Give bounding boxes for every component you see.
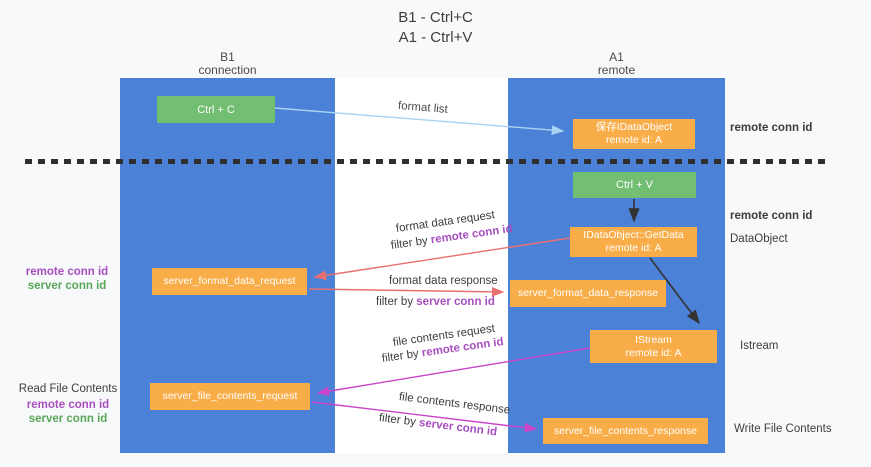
- diagram-title: B1 - Ctrl+C A1 - Ctrl+V: [0, 8, 871, 48]
- remote-conn-id-annotation-top: remote conn id: [730, 122, 813, 134]
- istream-line1: IStream: [635, 333, 672, 346]
- remote-conn-id-annotation-mid: remote conn id: [730, 210, 813, 222]
- server-conn-id-text: server conn id: [416, 296, 495, 308]
- ctrl-v-label: Ctrl + V: [616, 179, 653, 191]
- ctrl-c-node: Ctrl + C: [157, 96, 275, 123]
- ctrl-v-node: Ctrl + V: [573, 172, 696, 198]
- filter-by-text: filter by: [376, 296, 414, 308]
- server-format-data-request-label: server_format_data_request: [163, 275, 296, 287]
- istream-annotation: Istream: [740, 340, 779, 352]
- server-format-data-response-node: server_format_data_response: [510, 280, 666, 307]
- save-idataobject-line1: 保存IDataObject: [595, 121, 673, 133]
- read-file-contents-annotation: Read File Contents: [18, 383, 118, 395]
- left-conn-id-annotation-block: remote conn id server conn id: [12, 265, 122, 293]
- server-file-contents-request-node: server_file_contents_request: [150, 383, 310, 410]
- idataobject-getdata-line1: IDataObject::GetData: [583, 229, 684, 241]
- server-file-contents-response-node: server_file_contents_response: [543, 418, 708, 444]
- left-server-conn-id-2: server conn id: [28, 413, 108, 425]
- save-idataobject-line2: remote id: A: [605, 134, 663, 146]
- left-remote-conn-id-2: remote conn id: [26, 399, 110, 411]
- format-data-response-label: format data response: [389, 275, 498, 287]
- right-lane-title: A1: [609, 50, 624, 64]
- dashed-separator-line: [25, 159, 825, 164]
- left-lane-subtitle: connection: [198, 63, 257, 77]
- right-lane-subtitle: remote: [597, 63, 636, 77]
- left-server-conn-id: server conn id: [27, 280, 107, 292]
- dataobject-annotation: DataObject: [730, 233, 788, 245]
- read-file-contents-block: Read File Contents remote conn id server…: [12, 382, 124, 426]
- left-lane-header: B1 connection: [120, 51, 335, 77]
- server-file-contents-response-label: server_file_contents_response: [553, 424, 697, 437]
- left-remote-conn-id: remote conn id: [25, 266, 109, 278]
- istream-line2: remote id: A: [625, 346, 682, 359]
- idataobject-getdata-node: IDataObject::GetData remote id: A: [570, 227, 697, 257]
- right-lane-header: A1 remote: [509, 51, 724, 77]
- ctrl-c-label: Ctrl + C: [197, 103, 235, 116]
- istream-node: IStream remote id: A: [590, 330, 717, 363]
- title-line-2: A1 - Ctrl+V: [398, 29, 473, 46]
- idataobject-getdata-line2: remote id: A: [605, 242, 662, 254]
- write-file-contents-annotation: Write File Contents: [734, 423, 832, 435]
- left-lane-title: B1: [220, 50, 235, 64]
- server-format-data-response-label: server_format_data_response: [517, 287, 659, 299]
- save-idataobject-node: 保存IDataObject remote id: A: [573, 119, 695, 149]
- server-file-contents-request-label: server_file_contents_request: [162, 390, 298, 402]
- format-data-response-filter-label: filter by server conn id: [376, 296, 495, 308]
- title-line-1: B1 - Ctrl+C: [398, 9, 473, 26]
- server-format-data-request-node: server_format_data_request: [152, 268, 307, 295]
